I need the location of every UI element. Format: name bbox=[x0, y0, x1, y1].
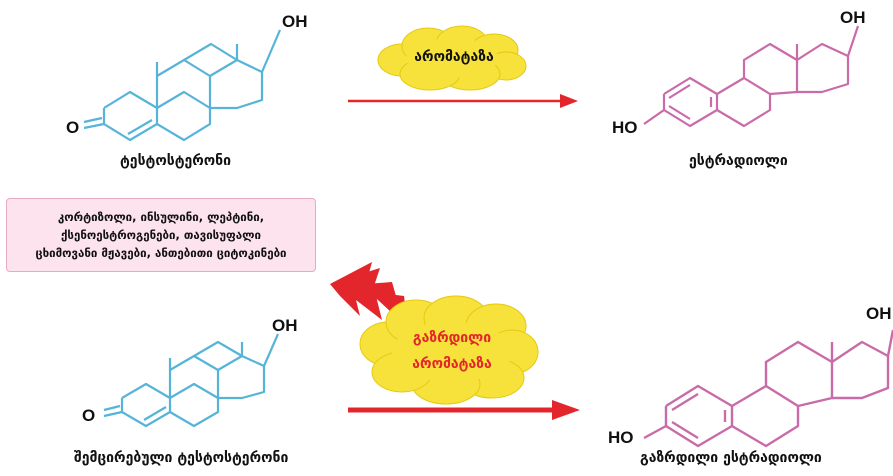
atom-oh-testosterone-bottom: OH bbox=[272, 316, 298, 335]
label-increased-estradiol: გაზრდილი ესტრადიოლი bbox=[640, 450, 822, 466]
molecule-testosterone-bottom bbox=[103, 333, 280, 428]
atom-o-testosterone-bottom: O bbox=[82, 406, 96, 425]
atom-ho-estradiol-top: HO bbox=[612, 118, 638, 137]
factors-line-2: ქსენოესტროგენები, თავისუფალი bbox=[60, 228, 262, 242]
label-aromatase: არომატაზა bbox=[414, 49, 494, 65]
label-reduced-testosterone: შემცირებული ტესტოსტერონი bbox=[74, 450, 289, 466]
label-testosterone: ტესტოსტერონი bbox=[120, 153, 232, 169]
factors-line-3: ცხიმოვანი მჟავები, ანთებითი ციტოკინები bbox=[35, 246, 287, 260]
arrow-bottom bbox=[348, 400, 580, 420]
molecule-testosterone-top bbox=[83, 29, 282, 142]
cloud-aromatase-bottom bbox=[359, 295, 539, 405]
label-estradiol: ესტრადიოლი bbox=[689, 153, 788, 169]
label-increased-aromatase: არომატაზა bbox=[412, 356, 492, 372]
atom-oh-estradiol-bottom: OH bbox=[866, 304, 892, 323]
atom-oh-testosterone-top: OH bbox=[282, 12, 308, 31]
atom-oh-estradiol-top: OH bbox=[840, 8, 866, 27]
label-increased: გაზრდილი bbox=[412, 330, 492, 346]
arrow-top bbox=[348, 94, 578, 108]
molecule-estradiol-top bbox=[643, 25, 860, 128]
cloud-aromatase-top bbox=[377, 25, 527, 91]
molecule-estradiol-bottom bbox=[643, 329, 893, 448]
atom-ho-estradiol-bottom: HO bbox=[608, 428, 634, 447]
factors-box: კორტიზოლი, ინსულინი, ლეპტინი, ქსენოესტრო… bbox=[6, 198, 316, 272]
atom-o-testosterone-top: O bbox=[66, 118, 80, 137]
factors-line-1: კორტიზოლი, ინსულინი, ლეპტინი, bbox=[57, 210, 265, 224]
